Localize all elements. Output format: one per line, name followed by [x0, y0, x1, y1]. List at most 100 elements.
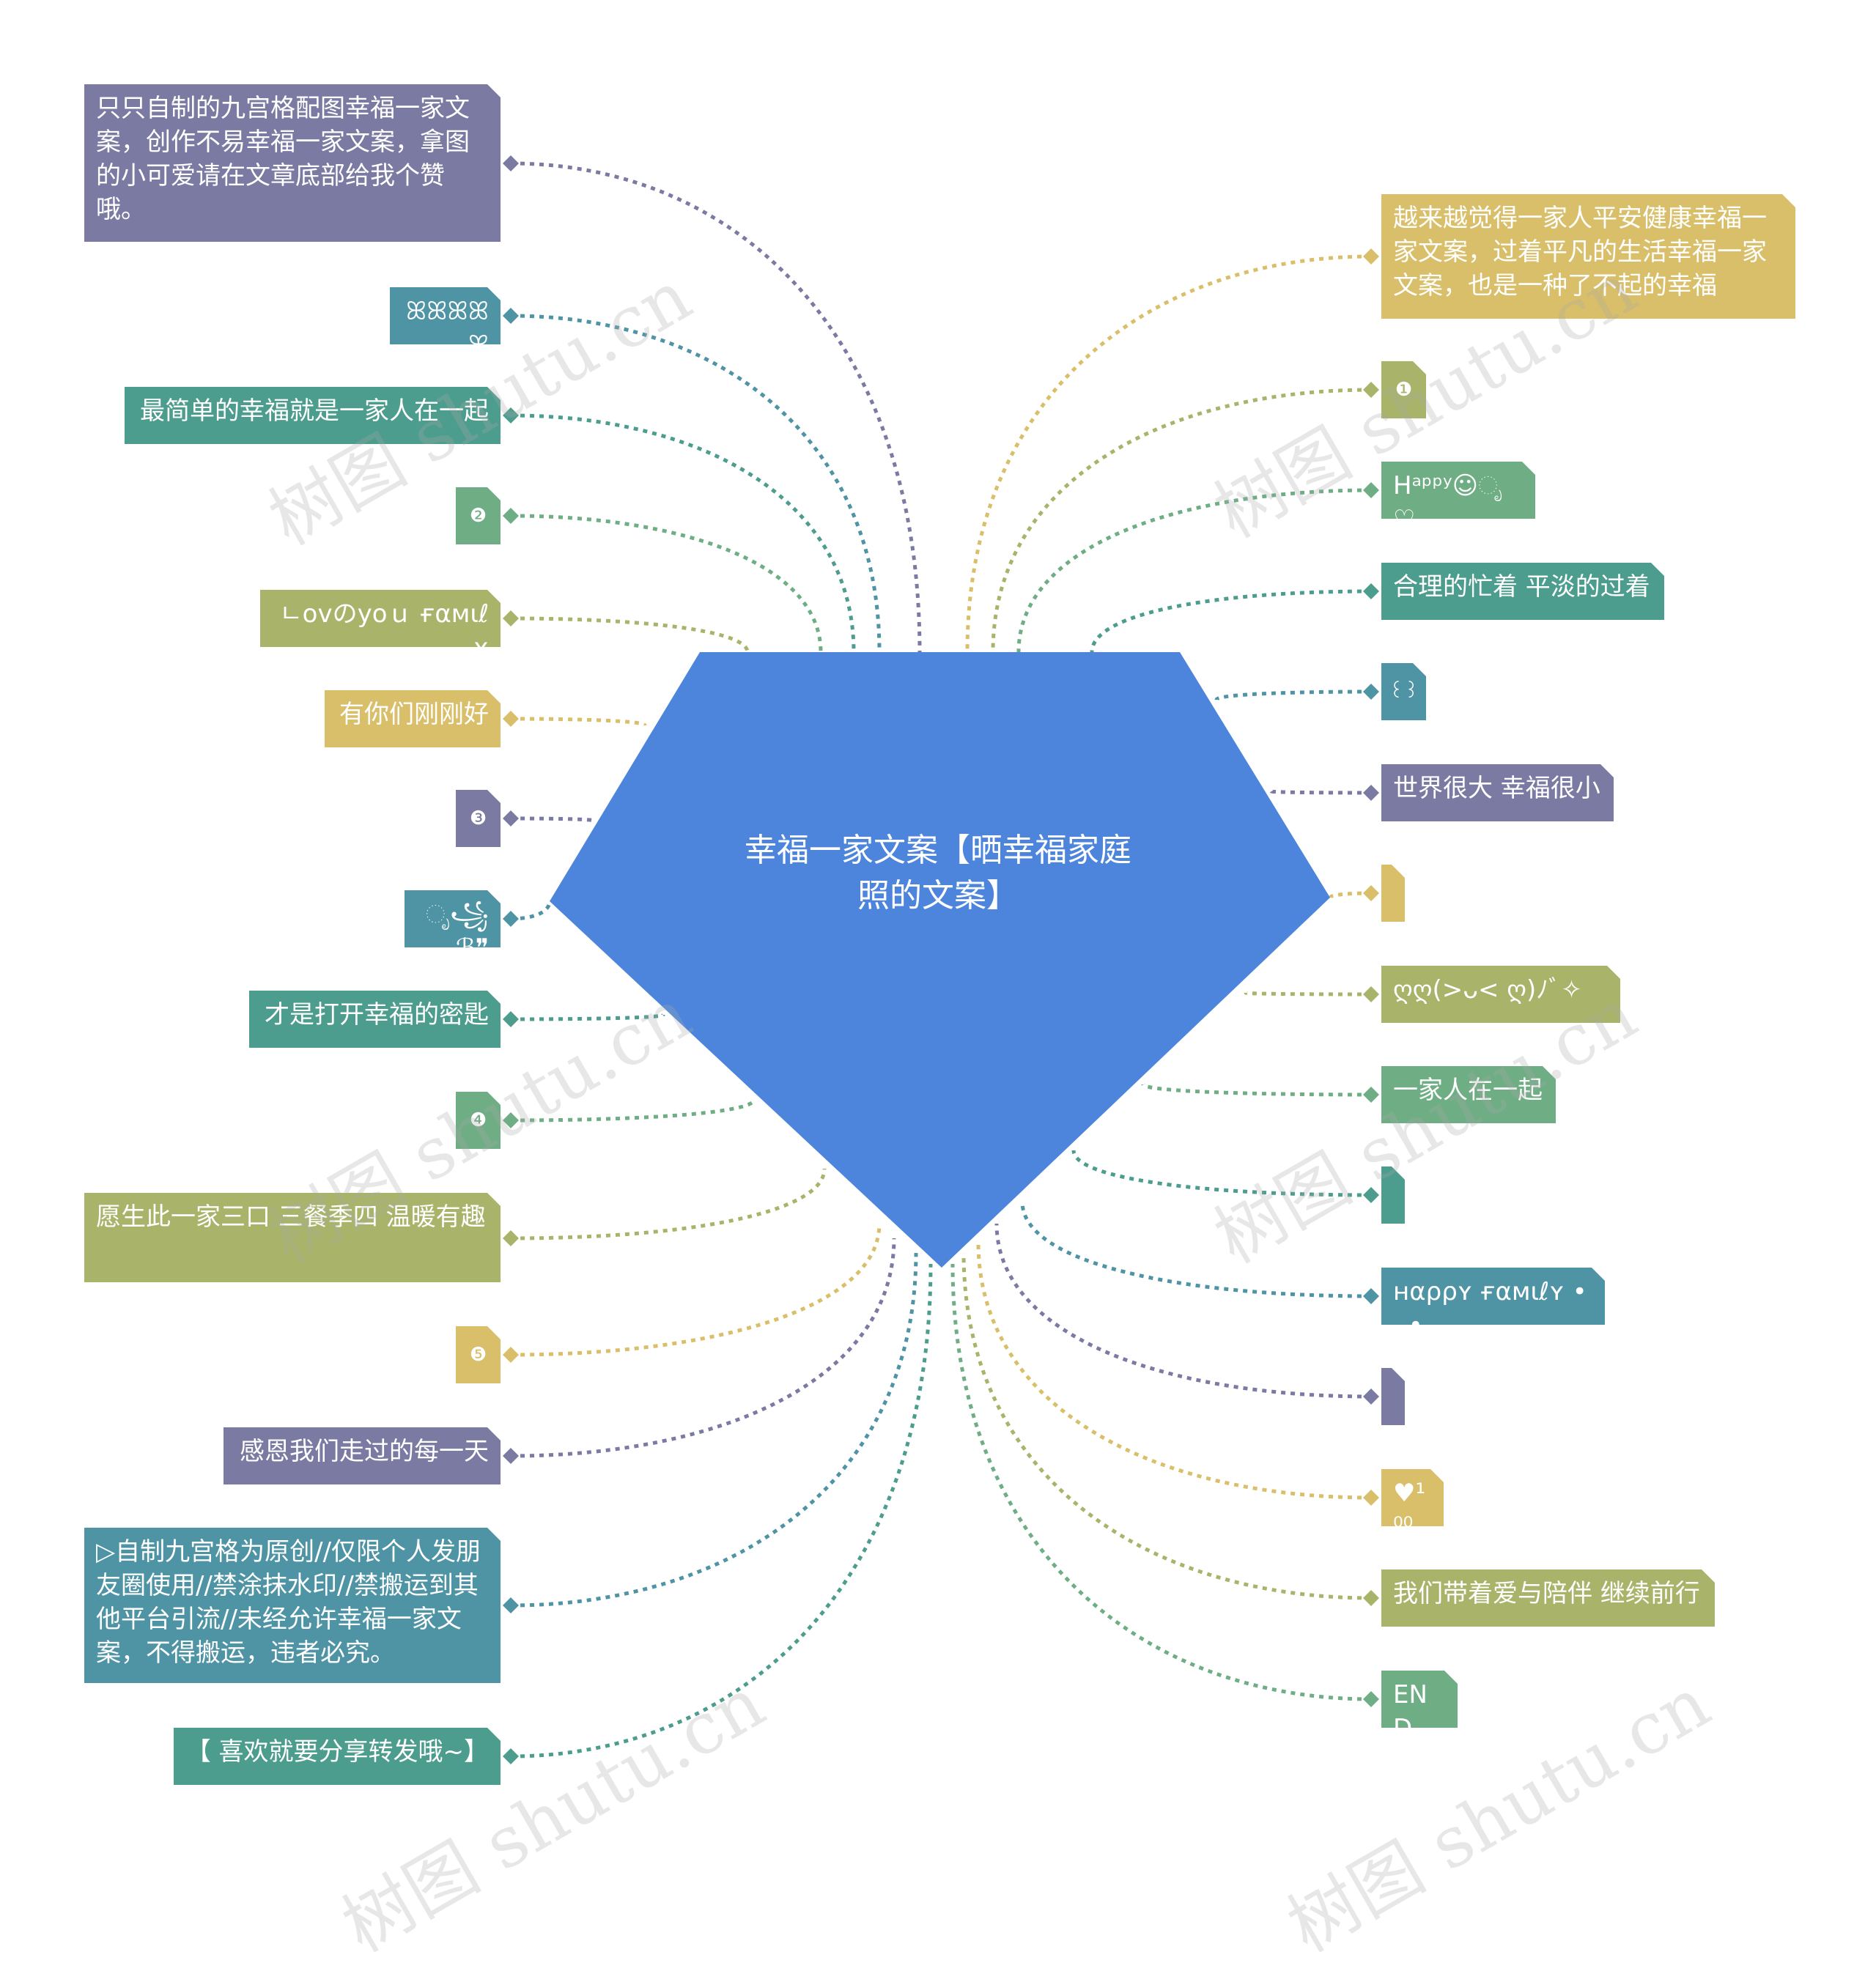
left-connector-9	[510, 1013, 665, 1021]
right-node-15[interactable]: END	[1381, 1671, 1458, 1728]
right-node-7[interactable]	[1381, 865, 1405, 922]
left-connector-diamond-12	[503, 1347, 519, 1363]
right-node-1-text: 越来越觉得一家人平安健康幸福一家文案，过着平凡的生活幸福一家文案，也是一种了不起…	[1393, 204, 1767, 300]
left-connector-14	[510, 1252, 918, 1608]
left-connector-diamond-11	[503, 1230, 519, 1246]
left-node-6-text: 有你们刚刚好	[339, 700, 489, 729]
right-connector-9	[1141, 1082, 1372, 1097]
right-connector-diamond-6	[1363, 785, 1379, 801]
left-connector-10	[510, 1098, 757, 1123]
left-connector-diamond-15	[503, 1748, 519, 1764]
right-node-1[interactable]: 越来越觉得一家人平安健康幸福一家文案，过着平凡的生活幸福一家文案，也是一种了不起…	[1381, 194, 1795, 319]
right-connector-11	[1020, 1201, 1372, 1298]
right-connector-4	[1090, 589, 1372, 653]
left-node-1[interactable]: 只只自制的九宫格配图幸福一家文案，创作不易幸福一家文案，拿图的小可爱请在文章底部…	[84, 84, 501, 242]
right-connector-diamond-12	[1363, 1388, 1379, 1405]
center-topic-shape[interactable]	[550, 652, 1330, 1268]
right-connector-diamond-14	[1363, 1590, 1379, 1606]
right-connector-3	[1016, 488, 1372, 653]
left-node-15[interactable]: 【 喜欢就要分享转发哦~】	[174, 1728, 501, 1785]
right-connector-10	[1071, 1150, 1372, 1197]
right-node-4[interactable]: 合理的忙着 平淡的过着	[1381, 563, 1664, 620]
center-topic-title[interactable]: 幸福一家文案【晒幸福家庭照的文案】	[745, 832, 1131, 914]
left-connector-11	[510, 1168, 827, 1240]
left-node-11[interactable]: 愿生此一家三口 三餐季四 温暖有趣	[84, 1193, 501, 1282]
right-connector-diamond-13	[1363, 1490, 1379, 1506]
right-node-10[interactable]	[1381, 1166, 1405, 1224]
left-connector-2	[510, 314, 882, 653]
right-node-4-text: 合理的忙着 平淡的过着	[1393, 572, 1650, 602]
right-node-9-text: 一家人在一起	[1393, 1076, 1543, 1105]
right-connector-diamond-4	[1363, 583, 1379, 599]
left-node-12-text: ❺	[469, 1344, 487, 1366]
left-node-2[interactable]: ꕤꕤꕤꕤꕤ	[390, 287, 501, 344]
right-node-6[interactable]: 世界很大 幸福很小	[1381, 764, 1614, 821]
left-node-9[interactable]: 才是打开幸福的密匙	[249, 991, 501, 1048]
left-connector-4	[510, 514, 823, 653]
right-connector-13	[976, 1241, 1372, 1500]
right-connector-2	[991, 388, 1372, 653]
left-connector-diamond-4	[503, 508, 519, 524]
right-connector-diamond-11	[1363, 1288, 1379, 1304]
left-node-10-text: ❹	[469, 1109, 487, 1131]
left-node-5[interactable]: ㄴovのyoｕ ғαмιℓʏ	[260, 590, 501, 647]
left-node-14[interactable]: ▷自制九宫格为原创//仅限个人发朋友圈使用//禁涂抹水印//禁搬运到其他平台引流…	[84, 1528, 501, 1683]
left-node-13[interactable]: 感恩我们走过的每一天	[224, 1427, 501, 1484]
right-node-2[interactable]: ❶	[1381, 361, 1426, 418]
right-node-9[interactable]: 一家人在一起	[1381, 1066, 1556, 1123]
right-connector-7	[1328, 891, 1372, 900]
connector-layer	[503, 155, 1379, 1764]
left-node-10[interactable]: ❹	[456, 1092, 501, 1149]
left-connector-13	[510, 1238, 896, 1458]
right-node-5[interactable]: ꒰꒱	[1381, 663, 1426, 720]
left-node-7[interactable]: ❸	[456, 790, 501, 847]
left-connector-diamond-8	[503, 911, 519, 927]
right-connector-8	[1244, 991, 1372, 996]
right-connector-6	[1269, 789, 1372, 795]
right-node-6-text: 世界很大 幸福很小	[1393, 774, 1600, 803]
left-node-1-text: 只只自制的九宫格配图幸福一家文案，创作不易幸福一家文案，拿图的小可爱请在文章底部…	[96, 94, 470, 224]
left-connector-15	[510, 1263, 933, 1759]
right-node-13[interactable]: ♥¹⁰⁰	[1381, 1469, 1444, 1526]
left-node-4-text: ❷	[469, 505, 487, 527]
right-node-14[interactable]: 我们带着爱与陪伴 继续前行	[1381, 1569, 1715, 1627]
left-node-8[interactable]: ೃ꧁ℬ❞	[405, 890, 501, 947]
right-connector-diamond-1	[1363, 248, 1379, 265]
left-connector-1	[510, 161, 922, 653]
left-node-7-text: ❸	[469, 807, 487, 829]
right-node-12[interactable]	[1381, 1368, 1405, 1425]
left-connector-6	[510, 717, 647, 728]
right-connector-diamond-7	[1363, 885, 1379, 901]
right-node-2-text: ❶	[1395, 379, 1413, 401]
left-node-6[interactable]: 有你们刚刚好	[325, 690, 501, 747]
right-node-14-text: 我们带着爱与陪伴 继续前行	[1393, 1579, 1700, 1608]
left-connector-3	[510, 413, 856, 653]
left-connector-diamond-9	[503, 1011, 519, 1027]
left-connector-diamond-6	[503, 711, 519, 727]
right-connector-diamond-10	[1363, 1187, 1379, 1203]
left-node-14-text: ▷自制九宫格为原创//仅限个人发朋友圈使用//禁涂抹水印//禁搬运到其他平台引流…	[96, 1537, 481, 1668]
left-node-11-text: 愿生此一家三口 三餐季四 温暖有趣	[96, 1202, 486, 1232]
left-connector-12	[510, 1223, 882, 1357]
left-node-13-text: 感恩我们走过的每一天	[240, 1437, 489, 1466]
left-node-4[interactable]: ❷	[456, 487, 501, 544]
left-connector-diamond-3	[503, 407, 519, 424]
right-connector-14	[961, 1252, 1372, 1600]
left-node-3[interactable]: 最简单的幸福就是一家人在一起	[125, 387, 501, 444]
right-connector-diamond-15	[1363, 1691, 1379, 1707]
right-connector-12	[994, 1223, 1372, 1399]
right-node-11[interactable]: нαρρʏ ғαмιℓʏ •ᴗ•	[1381, 1268, 1605, 1325]
left-connector-diamond-5	[503, 610, 519, 626]
left-connector-diamond-7	[503, 810, 519, 827]
right-node-8[interactable]: ღღ(>ᴗ< ღ)ﾉﾞ✧	[1381, 966, 1620, 1023]
left-connector-5	[510, 616, 750, 653]
right-connector-5	[1214, 689, 1372, 702]
right-connector-diamond-2	[1363, 382, 1379, 398]
right-connector-diamond-8	[1363, 986, 1379, 1002]
left-connector-diamond-10	[503, 1112, 519, 1128]
left-node-12[interactable]: ❺	[456, 1326, 501, 1383]
left-connector-diamond-1	[503, 155, 519, 171]
right-node-5-text: ꒰꒱	[1389, 681, 1419, 703]
right-connector-diamond-3	[1363, 482, 1379, 498]
right-node-3[interactable]: Hᵃᵖᵖʸ☺ೃ♡	[1381, 462, 1535, 519]
